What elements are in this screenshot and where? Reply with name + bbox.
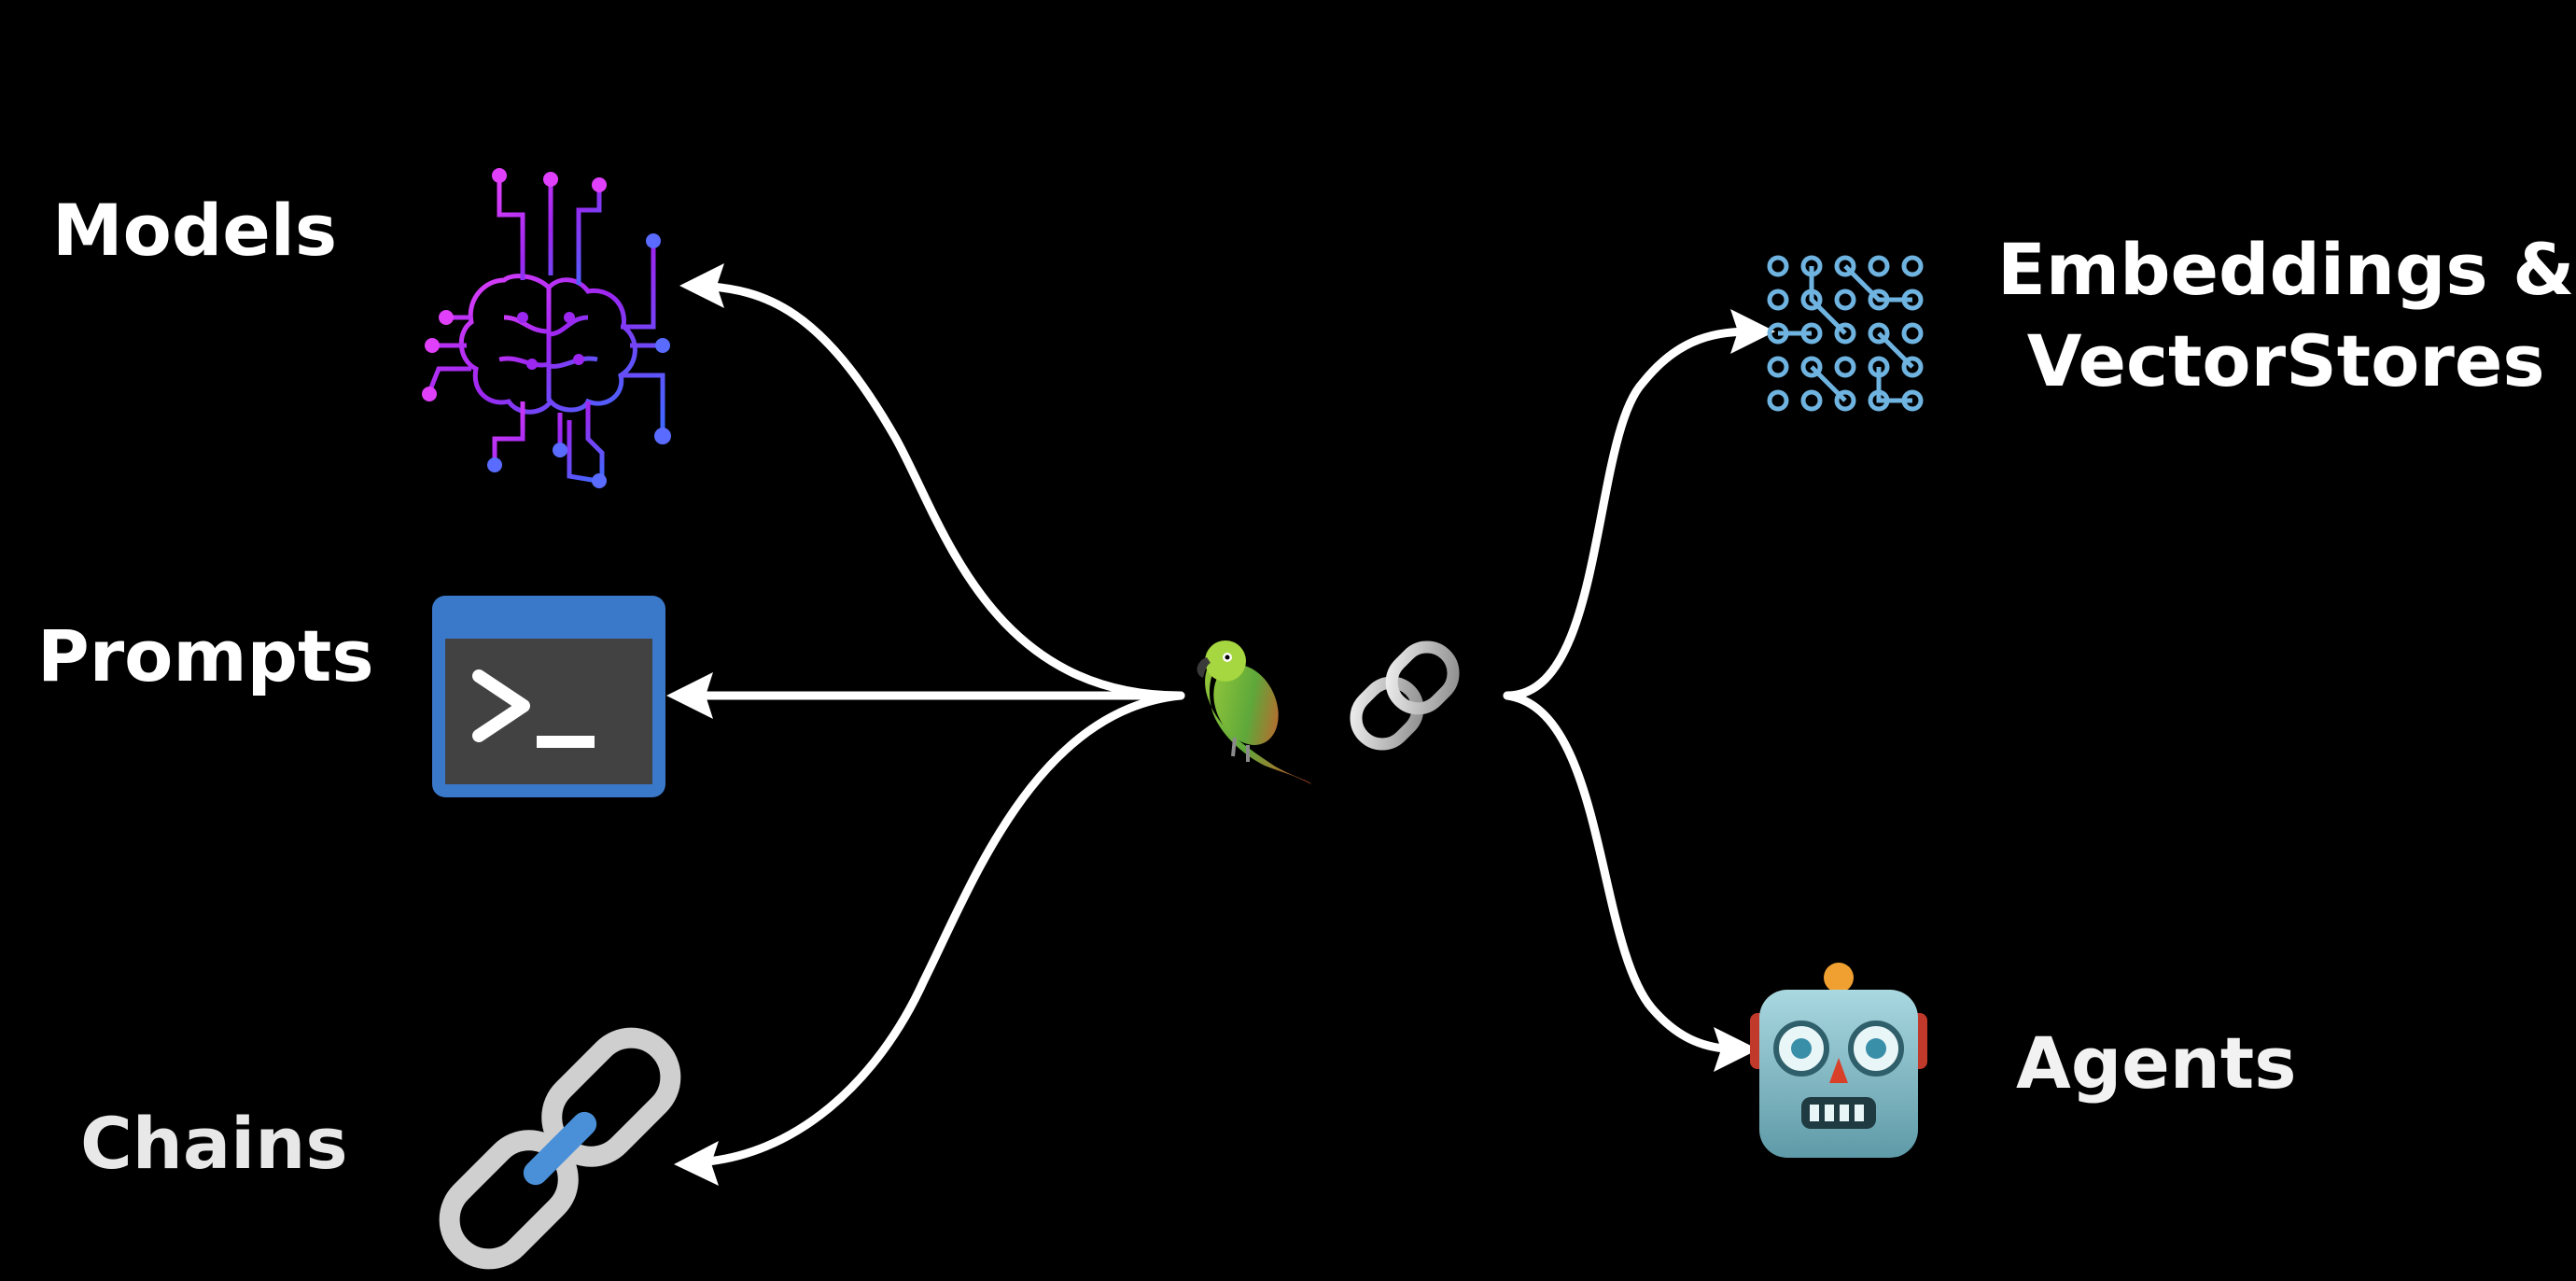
brain-circuit-icon	[422, 168, 671, 488]
vector-grid-icon	[1767, 255, 1924, 412]
embeddings-label: Embeddings & VectorStores	[1997, 224, 2574, 407]
agents-label: Agents	[2016, 1021, 2297, 1105]
arrowhead-embeddings	[1730, 309, 1775, 354]
robot-icon	[1750, 963, 1927, 1158]
arrowhead-chains	[674, 1141, 719, 1186]
arrowhead-agents	[1714, 1027, 1758, 1072]
arrowheads	[666, 263, 1775, 1186]
embeddings-label-line2: VectorStores	[2026, 319, 2545, 402]
arrows	[686, 281, 1759, 1167]
prompts-label: Prompts	[37, 614, 374, 697]
link-emoji	[1350, 640, 1460, 751]
arrow-to-agents	[1503, 691, 1741, 1054]
parrot-emoji	[1197, 640, 1311, 784]
chain-link-icon	[439, 1027, 681, 1270]
terminal-icon	[432, 596, 665, 797]
arrowhead-models	[679, 263, 724, 308]
arrow-to-embeddings	[1503, 327, 1759, 700]
arrow-to-chains	[691, 691, 1185, 1167]
chains-label: Chains	[80, 1102, 348, 1185]
arrowhead-prompts	[666, 672, 713, 719]
embeddings-label-line1: Embeddings &	[1997, 228, 2575, 311]
models-label: Models	[52, 189, 338, 272]
arrow-to-models	[695, 281, 1185, 700]
